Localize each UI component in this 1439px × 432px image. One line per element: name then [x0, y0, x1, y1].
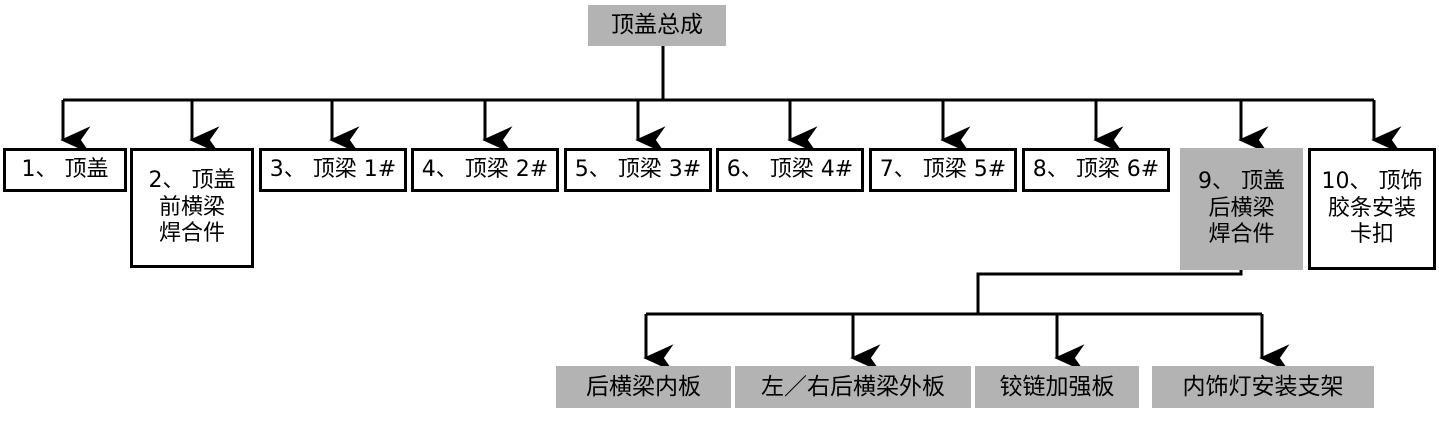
node-level3-2-rear-cross-member-outer-panel[interactable]: 左／右后横梁外板 — [735, 366, 971, 408]
node-level2-7-roof-beam-5[interactable]: 7、 顶梁 5# — [869, 148, 1017, 192]
node-level2-5-roof-beam-3[interactable]: 5、 顶梁 3# — [564, 148, 712, 192]
node-level2-3-roof-beam-1[interactable]: 3、 顶梁 1# — [259, 148, 407, 192]
node-level2-6-roof-beam-4[interactable]: 6、 顶梁 4# — [716, 148, 864, 192]
node-level2-1-roof-panel[interactable]: 1、 顶盖 — [3, 148, 127, 192]
node-level2-9-rear-cross-member-weldment[interactable]: 9、 顶盖 后横梁 焊合件 — [1180, 148, 1303, 270]
node-level3-4-interior-lamp-mounting-bracket[interactable]: 内饰灯安装支架 — [1152, 366, 1374, 408]
node-roof-assembly[interactable]: 顶盖总成 — [588, 5, 726, 46]
node-level2-8-roof-beam-6[interactable]: 8、 顶梁 6# — [1022, 148, 1170, 192]
node-level3-1-rear-cross-member-inner-panel[interactable]: 后横梁内板 — [556, 366, 731, 408]
node-level3-3-hinge-reinforcement-panel[interactable]: 铰链加强板 — [975, 366, 1139, 408]
node-level2-4-roof-beam-2[interactable]: 4、 顶梁 2# — [411, 148, 559, 192]
node-level2-2-front-cross-member-weldment[interactable]: 2、 顶盖 前横梁 焊合件 — [130, 148, 254, 268]
node-level2-10-trim-strip-clip[interactable]: 10、 顶饰 胶条安装 卡扣 — [1308, 148, 1436, 270]
connector-node9-elbow — [976, 270, 1243, 314]
